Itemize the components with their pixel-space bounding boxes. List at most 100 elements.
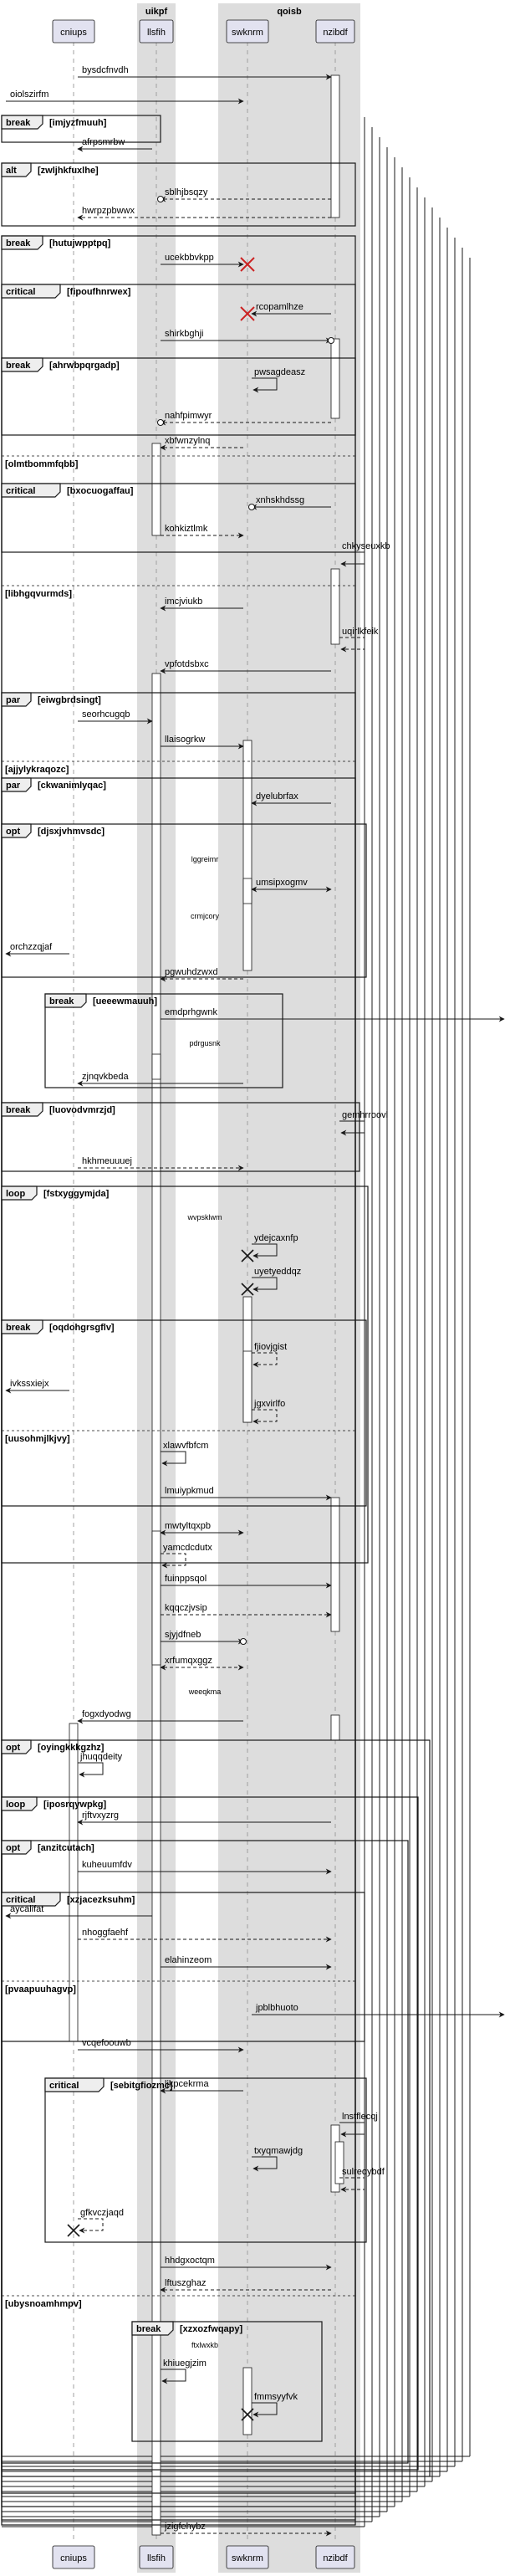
participant-llsfih-footer[interactable]: llsfih [139, 2545, 174, 2569]
message-label: shirkbghji [165, 329, 203, 339]
self-arrow [252, 1352, 278, 1368]
fragment-guard: [xzxozfwqapy] [180, 2324, 243, 2334]
message: hwrpzpbwwx [77, 206, 331, 221]
message-label: mwtyltqxpb [165, 1521, 211, 1531]
message: ucekbbvkpp [161, 253, 255, 272]
participant-label: swknrm [232, 2553, 263, 2563]
fragment-guard: [fstxyggymjda] [43, 1189, 110, 1199]
message: aycalifat [5, 1904, 152, 1919]
message-label: aycalifat [10, 1904, 43, 1914]
fragment-critical: critical[sebitgfiozmc] [44, 2077, 367, 2243]
participant-nzibdf-footer[interactable]: nzibdf [315, 2545, 355, 2569]
message-label: xrfumqxggz [165, 1656, 212, 1666]
fragment-par: par [ckwanimlyqac] [1, 777, 356, 2494]
message-label: uqirlkfeik [342, 627, 379, 637]
message-label: ljkpcekrma [165, 2079, 209, 2089]
message-label: nahfpimwyr [165, 411, 212, 421]
fragment-critical: critical[xzjacezksuhm] [1, 1892, 365, 2042]
message-label: pgwuhdzwxd [165, 967, 218, 977]
fragment-kind: alt [6, 166, 17, 176]
message-label: fuinppsqol [165, 1574, 207, 1584]
fragment-guard: [ueeewmauuh] [93, 996, 157, 1006]
fragment-guard: [ckwanimlyqac] [38, 781, 106, 791]
message-label: kuheuumfdv [82, 1860, 132, 1870]
fragment-guard: [anzitcutach] [38, 1843, 94, 1853]
self-arrow [339, 551, 365, 567]
message: uqirlkfeik [339, 627, 379, 653]
activation-bar [242, 2367, 252, 2435]
fragment-kind: break [6, 1105, 31, 1115]
participant-cniups-footer[interactable]: cniups [52, 2545, 95, 2569]
message: ljkpcekrma [160, 2079, 243, 2094]
participant-swknrm-footer[interactable]: swknrm [226, 2545, 269, 2569]
destroy-mark [241, 2408, 254, 2421]
participant-nzibdf[interactable]: nzibdf [315, 19, 355, 44]
divider-label: wvpsklwm [186, 1213, 222, 1221]
participant-llsfih[interactable]: llsfih [139, 19, 174, 44]
message: emdprhgwnk [161, 1007, 505, 1022]
message-label: fmmsyyfvk [254, 2392, 298, 2402]
activation-bars [69, 74, 344, 2536]
message-label: fjiovjgist [254, 1342, 287, 1352]
message-label: kqqczjvsip [165, 1603, 207, 1613]
message: bysdcfnvdh [78, 65, 332, 80]
message: kqqczjvsip [161, 1603, 332, 1618]
message-label: jhuqqdeity [79, 1752, 123, 1762]
participant-cniups[interactable]: cniups [52, 19, 95, 44]
fragment-kind: par [6, 781, 21, 791]
fragment-critical: critical[bxocuogaffau] [1, 483, 356, 553]
message-label: afrpsmrbw [82, 137, 125, 147]
message: elahinzeom [161, 1955, 332, 1970]
message: ivkssxiejx [5, 1379, 69, 1394]
message: fjiovjgist [252, 1342, 287, 1368]
message-label: hwrpzpbwwx [82, 206, 135, 216]
message-label: emdprhgwnk [165, 1007, 217, 1017]
self-arrow [339, 2177, 365, 2193]
message: jzigfehybz [161, 2522, 332, 2537]
lost-circle [328, 337, 334, 344]
message: seorhcugqb [78, 709, 153, 725]
lost-circle [240, 1638, 247, 1645]
fragment-else: [pvaapuuhagvp] [2, 1980, 358, 1995]
message-label: sjyjdfneb [165, 1630, 201, 1640]
fragment-kind: opt [6, 827, 20, 837]
divider-label: crmjcory [191, 912, 219, 920]
message-label: lftuszghaz [165, 2278, 207, 2288]
message: umsipxogmv [251, 878, 332, 893]
message-label: xnhskhdssg [256, 495, 304, 505]
fragment-alt: alt [zwljhkfuxlhe] [1, 162, 356, 227]
message-label: gemhrroovl [342, 1110, 388, 1120]
fragment-else: [libhgqvurmds] [2, 585, 358, 599]
message: imcjviukb [160, 597, 243, 612]
message: lnstflecqj [339, 2112, 378, 2138]
participant-label: llsfih [147, 28, 166, 38]
activation-bar [330, 74, 340, 218]
lost-circle [248, 504, 255, 510]
message: vcqefoouwb [78, 2038, 244, 2053]
message-label: kohkiztlmk [165, 524, 208, 534]
self-arrow [161, 1451, 186, 1467]
message-label: llaisogrkw [165, 735, 205, 745]
message: kohkiztlmk [161, 524, 244, 539]
message: fogxdyodwg [77, 1709, 243, 1724]
fragment-break: break[ueeewmauuh] [44, 993, 283, 1088]
fragment-guard: [xzjacezksuhm] [67, 1895, 135, 1905]
fragment-guard: [olmtbommfqbb] [5, 459, 79, 469]
message: yamcdcdutx [161, 1543, 212, 1569]
self-arrow [78, 2218, 104, 2234]
message-label: yamcdcdutx [163, 1543, 212, 1553]
destroy-mark [241, 1249, 254, 1262]
message: kuheuumfdv [78, 1860, 332, 1875]
message: afrpsmrbw [77, 137, 152, 152]
fragment-opt: opt[oyingkkkgzhz] [1, 1739, 431, 2477]
message-label: lmuiypkmud [165, 1486, 214, 1496]
message-label: uyetyeddqz [254, 1267, 301, 1277]
fragment-guard: [hutujwpptpq] [49, 238, 111, 248]
fragment-guard: [zwljhkfuxlhe] [38, 166, 99, 176]
message: lmuiypkmud [161, 1486, 332, 1501]
participant-swknrm[interactable]: swknrm [226, 19, 269, 44]
message: mwtyltqxpb [160, 1521, 244, 1536]
message-divider: lggreimr [191, 855, 219, 863]
message-divider: crmjcory [191, 912, 219, 920]
fragment-guard: [iposrqywpkg] [43, 1800, 107, 1810]
